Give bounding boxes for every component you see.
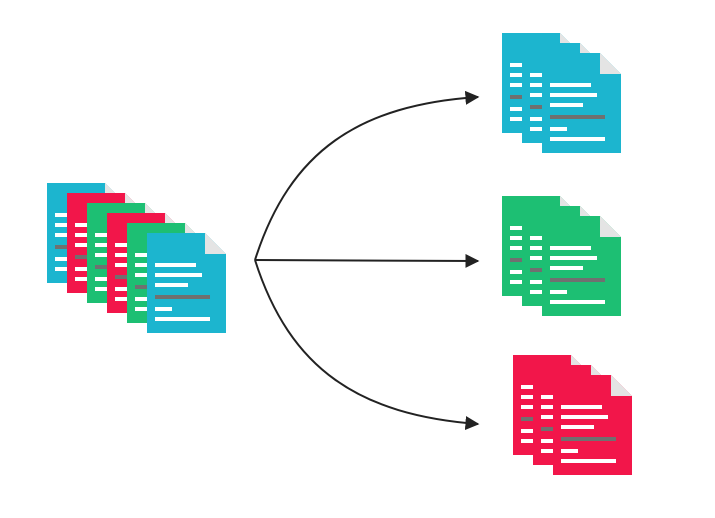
document-text-line	[155, 317, 210, 321]
red-document-stack	[513, 355, 632, 475]
document-text-line	[55, 257, 72, 261]
arrow-to-green-stack	[254, 253, 480, 268]
document-blue	[542, 53, 621, 153]
document-text-line	[561, 405, 602, 409]
document-text-line	[95, 277, 112, 281]
document-text-line	[550, 266, 583, 270]
document-text-line	[550, 93, 597, 97]
document-text-line	[550, 137, 605, 141]
document-text-line	[561, 425, 594, 429]
green-document-stack	[502, 196, 621, 316]
document-text-line	[550, 83, 591, 87]
document-text-line	[135, 297, 152, 301]
document-highlight-line	[550, 115, 605, 119]
document-text-line	[530, 117, 547, 121]
arrow-to-red-stack	[254, 259, 480, 431]
document-highlight-line	[550, 278, 605, 282]
document-text-line	[550, 103, 583, 107]
document-text-line	[550, 300, 605, 304]
document-text-line	[521, 429, 538, 433]
document-text-line	[510, 270, 527, 274]
document-text-line	[155, 273, 202, 277]
document-text-line	[550, 246, 591, 250]
document-red	[553, 375, 632, 475]
folded-corner	[611, 375, 632, 396]
document-text-line	[561, 449, 578, 453]
document-text-line	[155, 283, 188, 287]
document-text-line	[75, 267, 92, 271]
mixed-document-stack	[47, 183, 226, 333]
documents-layer	[47, 33, 632, 475]
document-text-line	[550, 127, 567, 131]
arrows-layer	[254, 90, 480, 431]
document-text-line	[561, 415, 608, 419]
document-blue	[147, 233, 226, 333]
folded-corner	[600, 216, 621, 237]
document-highlight-line	[561, 437, 616, 441]
folded-corner	[600, 53, 621, 74]
document-highlight-line	[155, 295, 210, 299]
document-green	[542, 216, 621, 316]
document-text-line	[550, 290, 567, 294]
document-text-line	[550, 256, 597, 260]
blue-document-stack	[502, 33, 621, 153]
document-text-line	[115, 287, 132, 291]
document-text-line	[561, 459, 616, 463]
document-text-line	[155, 263, 196, 267]
document-text-line	[541, 439, 558, 443]
document-text-line	[510, 107, 527, 111]
document-text-line	[530, 280, 547, 284]
folded-corner	[205, 233, 226, 254]
arrow-to-blue-stack	[254, 90, 480, 261]
document-text-line	[155, 307, 172, 311]
